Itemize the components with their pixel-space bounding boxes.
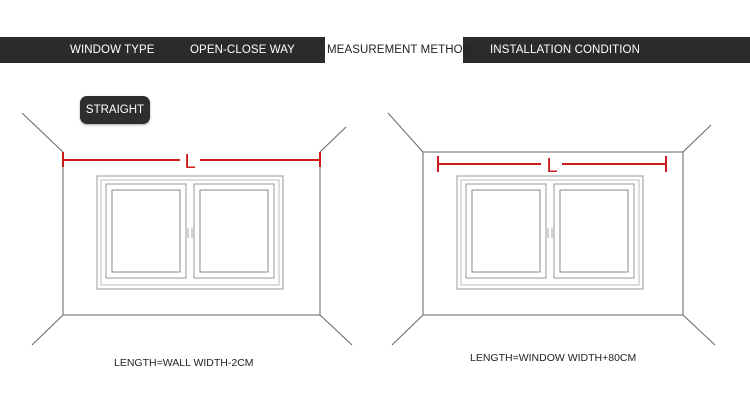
ceiling-corner-line — [319, 126, 347, 153]
measure-line-wall-width — [62, 152, 321, 167]
room-diagram-wall-width — [21, 112, 353, 346]
tab-open-close-way[interactable]: OPEN-CLOSE WAY — [190, 44, 295, 56]
floor-corner-line — [319, 314, 353, 346]
formula-caption-window-width: LENGTH=WINDOW WIDTH+80CM — [470, 352, 637, 364]
tab-installation-condition[interactable]: INSTALLATION CONDITION — [490, 44, 641, 56]
window-frame — [456, 175, 644, 290]
room-diagram-window-width — [387, 112, 716, 346]
dimension-label: L — [184, 151, 195, 173]
formula-caption-wall-width: LENGTH=WALL WIDTH-2CM — [114, 357, 254, 369]
window-style-badge[interactable]: STRAIGHT — [80, 96, 150, 124]
window-frame — [96, 175, 284, 290]
measure-line-window-width — [437, 156, 667, 172]
floor-corner-line — [31, 314, 64, 346]
floor-corner-line — [682, 314, 716, 346]
floor-corner-line — [391, 314, 424, 346]
dimension-label: L — [546, 155, 557, 177]
ceiling-corner-line — [387, 112, 424, 153]
ceiling-corner-line — [21, 112, 64, 153]
tab-measurement-method[interactable]: MEASUREMENT METHOD — [325, 24, 471, 63]
tab-window-type[interactable]: WINDOW TYPE — [70, 44, 155, 56]
ceiling-corner-line — [682, 124, 712, 153]
